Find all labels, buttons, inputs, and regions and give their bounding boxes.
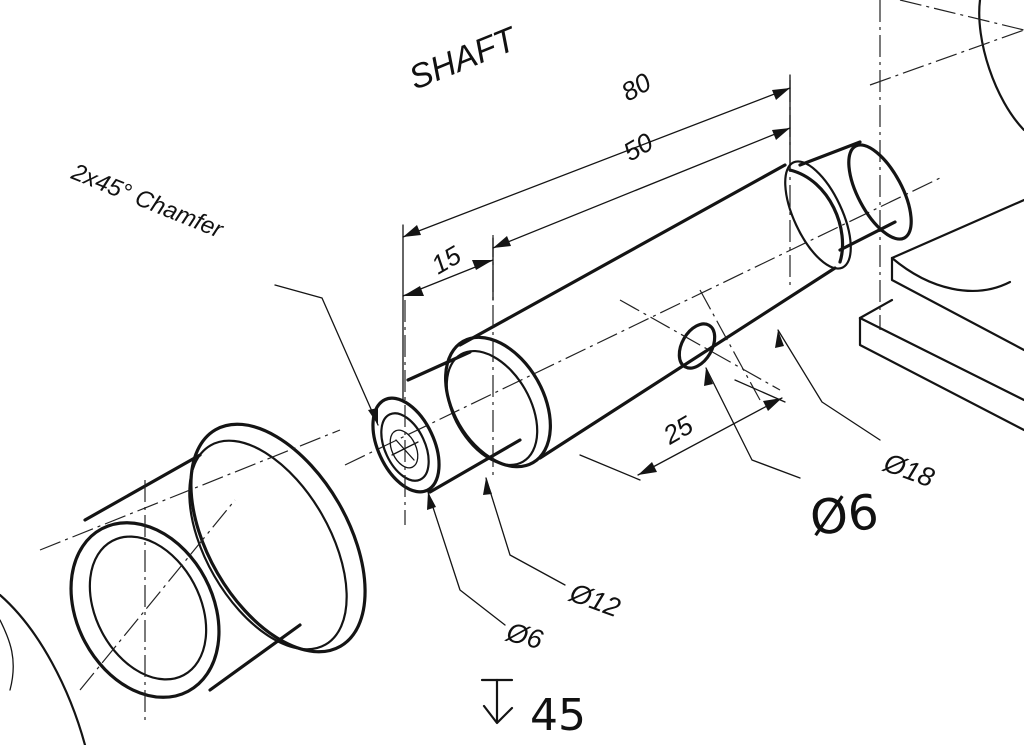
dia-small-end-label: Ø12 — [565, 577, 624, 623]
dimension-lines — [402, 74, 791, 481]
dim-end-length: 15 — [426, 239, 467, 280]
handwritten-hole-depth: 45 — [530, 690, 586, 741]
chamfer-note: 2x45° Chamfer — [67, 158, 228, 244]
shaft-part — [344, 80, 941, 525]
depth-symbol-icon — [480, 678, 514, 725]
dia-large-label: Ø18 — [879, 447, 938, 493]
drawing-title: SHAFT — [404, 20, 524, 98]
labels: SHAFT 2x45° Chamfer 80 50 15 25 Ø18 Ø12 … — [67, 20, 938, 741]
leader-lines — [274, 284, 881, 626]
dim-body-length: 50 — [618, 126, 659, 167]
dia-center-hole-label: Ø6 — [502, 617, 546, 656]
left-part-edge — [0, 593, 87, 745]
dim-overall-length: 80 — [616, 66, 657, 107]
dim-hole-offset: 25 — [657, 409, 698, 450]
housing-part — [858, 0, 1024, 432]
left-part-arc — [0, 619, 14, 691]
handwritten-cross-hole-dia: Ø6 — [807, 484, 881, 547]
bushing-part — [39, 422, 367, 720]
